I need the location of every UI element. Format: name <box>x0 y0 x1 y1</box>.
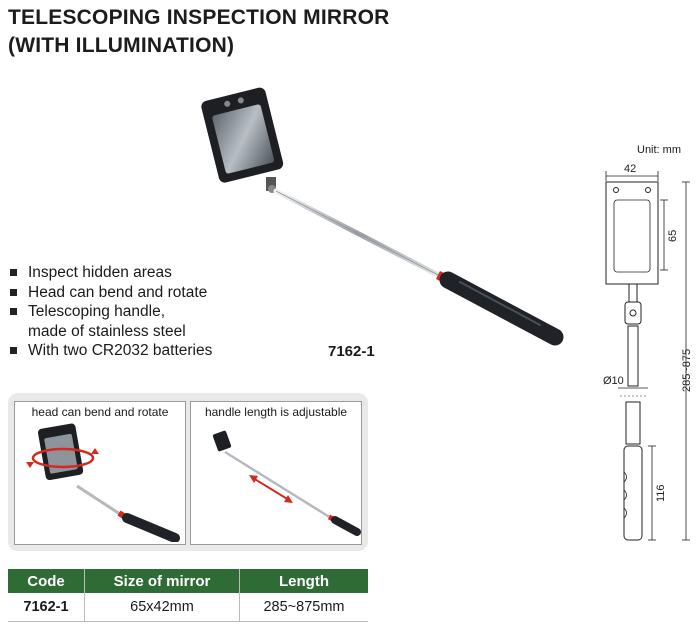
length-dimension-label: 285~875 <box>681 349 693 392</box>
length-illustration <box>212 430 361 536</box>
feature-item: Telescoping handle, <box>10 302 212 322</box>
diameter-dimension-label: Ø10 <box>603 375 624 387</box>
feature-item: Inspect hidden areas <box>10 263 212 283</box>
feature-item: With two CR2032 batteries <box>10 341 212 361</box>
spec-table: Code Size of mirror Length 7162-1 65x42m… <box>8 569 368 622</box>
length-panel: handle length is adjustable <box>190 401 362 545</box>
length-arrow-icon <box>252 477 290 501</box>
rotate-illustration <box>26 423 180 542</box>
cell-mirror-size: 65x42mm <box>84 593 240 622</box>
bullet-icon <box>10 308 17 315</box>
model-number-label: 7162-1 <box>328 343 375 360</box>
length-caption: handle length is adjustable <box>204 405 348 419</box>
column-header-code: Code <box>8 569 85 593</box>
rotate-caption: head can bend and rotate <box>31 405 169 419</box>
bullet-icon <box>10 269 17 276</box>
feature-panel: head can bend and rotate handle length i… <box>8 393 368 551</box>
dimension-drawing: 42 65 Ø10 116 285~875 <box>603 163 693 541</box>
width-dimension-label: 42 <box>624 163 636 175</box>
product-illustration <box>201 87 564 346</box>
column-header-mirror-size: Size of mirror <box>84 569 240 593</box>
cell-code: 7162-1 <box>8 593 85 622</box>
column-header-length: Length <box>239 569 368 593</box>
bullet-icon <box>10 288 17 296</box>
table-row: 7162-1 65x42mm 285~875mm <box>8 593 368 622</box>
page-title-line-1: TELESCOPING INSPECTION MIRROR <box>8 6 390 29</box>
rotate-panel: head can bend and rotate <box>14 401 186 545</box>
rotate-arrow-icon <box>31 447 95 469</box>
handle-dimension-label: 116 <box>655 484 667 502</box>
page-title-line-2: (WITH ILLUMINATION) <box>8 34 235 57</box>
table-header-row: Code Size of mirror Length <box>8 569 368 593</box>
unit-label: Unit: mm <box>637 144 681 156</box>
mirror-head-image <box>201 87 284 183</box>
handle-grip-image <box>439 271 564 346</box>
feature-item-continued: made of stainless steel <box>28 322 186 340</box>
cell-length: 285~875mm <box>239 593 368 622</box>
bullet-icon <box>10 347 17 354</box>
height-dimension-label: 65 <box>667 230 679 242</box>
feature-item: Head can bend and rotate <box>10 283 212 303</box>
feature-list: Inspect hidden areas Head can bend and r… <box>10 263 212 361</box>
